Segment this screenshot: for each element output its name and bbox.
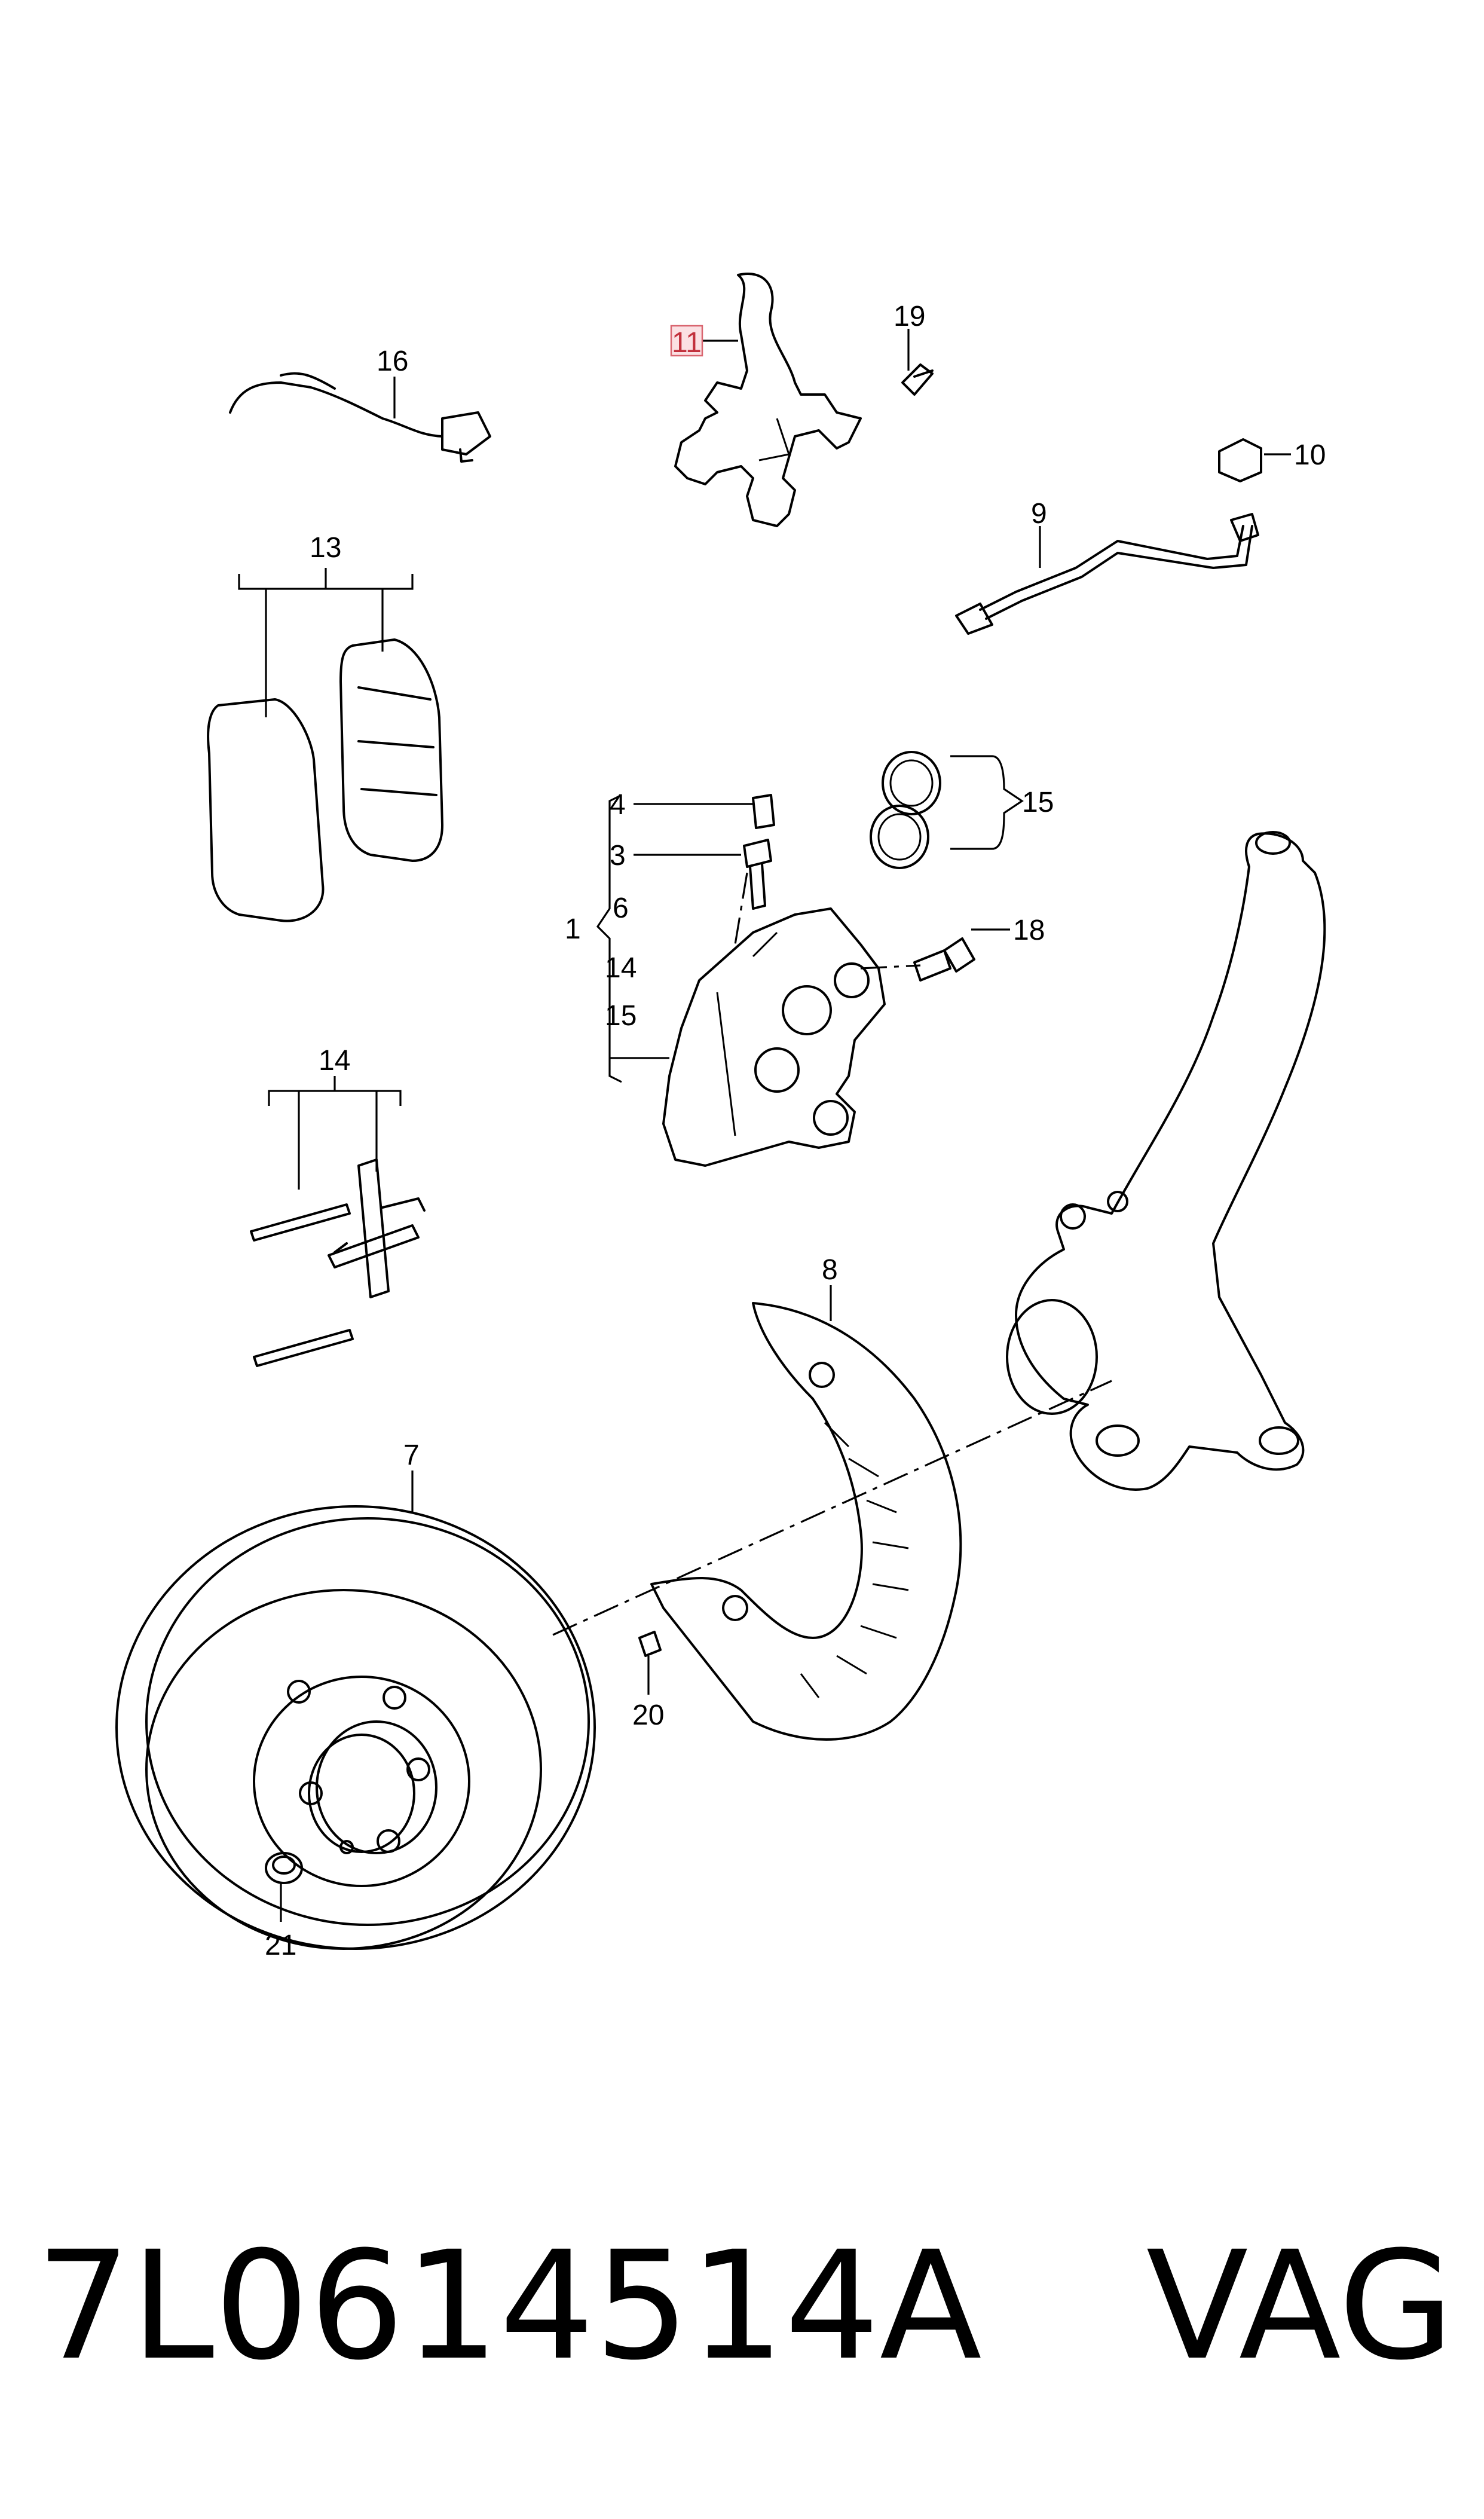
- seal-rings: [870, 751, 941, 869]
- callout-14a: 14: [605, 952, 637, 984]
- clip-10: [1218, 438, 1262, 482]
- callout-15b: 15: [605, 1000, 637, 1032]
- callout-labels: 16 11 19 10 9 13 15 4 3 1 6 14 15 18 14 …: [265, 301, 1326, 1961]
- callout-20: 20: [632, 1699, 664, 1731]
- callout-13: 13: [310, 532, 341, 564]
- wear-sensor-cable: [229, 372, 491, 463]
- callout-15a: 15: [1022, 787, 1054, 818]
- callout-1: 1: [565, 913, 581, 945]
- callout-19: 19: [894, 301, 925, 332]
- part-number: 7L0614514A: [36, 2219, 982, 2393]
- bleeder-screw: [743, 794, 775, 910]
- callout-4: 4: [610, 789, 626, 821]
- bolt-18: [913, 937, 975, 982]
- brake-pads: [207, 638, 443, 922]
- brake-caliper: [662, 907, 886, 1167]
- callout-8: 8: [822, 1254, 838, 1286]
- brand-label: VAG: [1146, 2219, 1454, 2393]
- callout-11: 11: [672, 327, 702, 359]
- callout-18: 18: [1013, 915, 1045, 946]
- guide-pins-and-spring: [250, 1158, 426, 1367]
- callout-16: 16: [377, 346, 408, 377]
- callout-6: 6: [613, 892, 629, 924]
- brake-disc: [115, 1505, 596, 1950]
- bolt-20: [638, 1631, 662, 1657]
- callout-9: 9: [1031, 498, 1047, 530]
- callout-10: 10: [1294, 439, 1326, 471]
- leader-lines: [238, 329, 1291, 1922]
- callout-11-highlight: [670, 325, 703, 357]
- brake-line: [955, 513, 1259, 635]
- callout-3: 3: [610, 840, 626, 872]
- callout-7: 7: [403, 1439, 420, 1471]
- caliper-bracket: [674, 273, 862, 527]
- callout-21: 21: [265, 1930, 296, 1961]
- steering-knuckle: [1006, 831, 1326, 1491]
- callout-14b: 14: [319, 1045, 350, 1077]
- plug-21: [265, 1852, 303, 1884]
- splash-shield: [650, 1302, 962, 1741]
- bolt-19: [901, 363, 934, 396]
